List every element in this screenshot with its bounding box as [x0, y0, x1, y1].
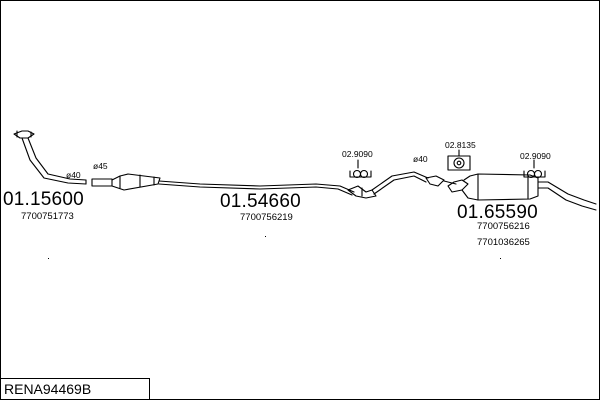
mounting-part-number-centre: 02.8135	[445, 140, 476, 150]
oe-number-front-pipe: 7700751773	[21, 211, 74, 222]
pipe-diameter-centre: ø45	[93, 161, 108, 171]
mounting-part-number-right: 02.9090	[520, 151, 551, 161]
pipe-diameter-front: ø40	[66, 170, 81, 180]
centre-silencer-drawing	[91, 171, 429, 199]
reference-code-box: RENA94469B	[0, 378, 150, 399]
dot-marker	[500, 258, 501, 259]
hanger-02-8135-drawing	[447, 155, 471, 171]
oe-number-centre-silencer: 7700756219	[240, 212, 293, 223]
front-pipe-drawing	[13, 130, 87, 185]
oe-number-rear-silencer-1: 7700756216	[477, 221, 530, 232]
hanger-02-9090-right-drawing	[523, 169, 546, 179]
pipe-diameter-rear: ø40	[413, 154, 428, 164]
mounting-part-number-left: 02.9090	[342, 149, 373, 159]
rear-silencer-drawing	[425, 173, 597, 211]
oe-number-rear-silencer-2: 7701036265	[477, 237, 530, 248]
part-number-centre-silencer: 01.54660	[220, 191, 301, 212]
reference-code: RENA94469B	[4, 381, 92, 397]
part-number-front-pipe: 01.15600	[3, 189, 84, 210]
part-number-rear-silencer: 01.65590	[457, 202, 538, 223]
dot-marker	[265, 236, 266, 237]
dot-marker	[48, 258, 49, 259]
hanger-02-9090-left-drawing	[349, 169, 372, 179]
